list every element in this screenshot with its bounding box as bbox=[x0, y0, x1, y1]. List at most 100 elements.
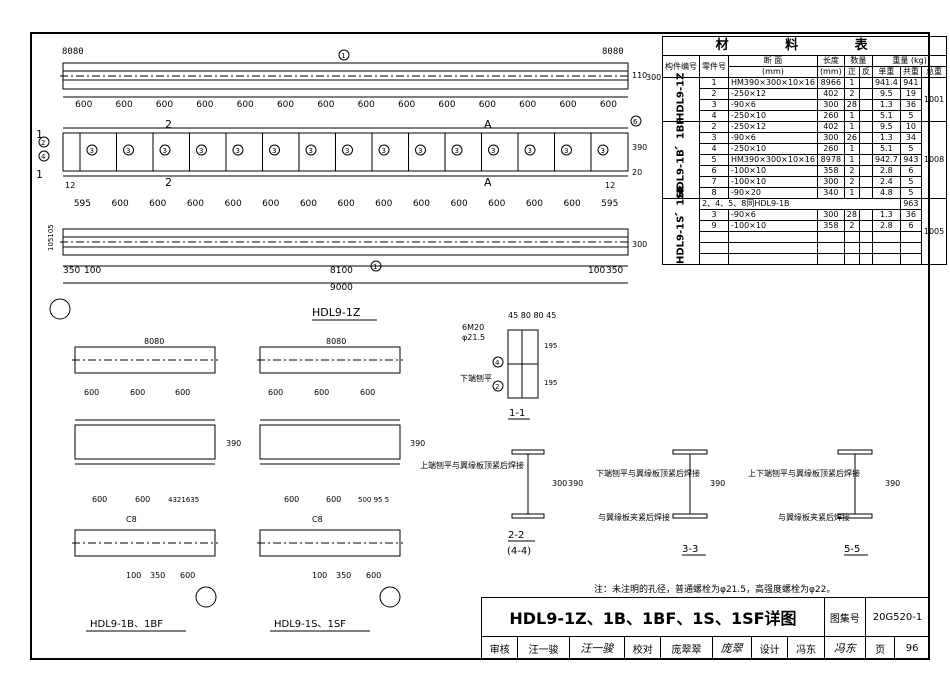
svg-text:1: 1 bbox=[341, 52, 345, 60]
beam-top-view: 8080 8080 1 110 300 bbox=[60, 47, 661, 98]
part-marker-3 bbox=[342, 144, 353, 156]
dimension-label: 600 bbox=[438, 100, 455, 110]
dimension-label: 3 bbox=[163, 147, 167, 155]
material-row bbox=[663, 242, 947, 254]
section-mark-2-top: 2 bbox=[165, 118, 172, 131]
dimension-label: 600 bbox=[488, 199, 505, 209]
part-marker-4-left bbox=[38, 150, 50, 162]
svg-text:195: 195 bbox=[544, 342, 557, 350]
svg-text:600: 600 bbox=[92, 495, 107, 504]
svg-text:600: 600 bbox=[135, 495, 150, 504]
svg-text:C8: C8 bbox=[312, 515, 323, 524]
group-total: 1001 bbox=[920, 77, 948, 122]
part-marker-3 bbox=[86, 144, 98, 156]
dim-100-right: 100 bbox=[588, 266, 605, 276]
svg-text:600: 600 bbox=[180, 571, 195, 580]
part-marker-3 bbox=[524, 144, 536, 156]
dimension-label: 600 bbox=[262, 199, 279, 209]
dimension-label: 600 bbox=[237, 100, 254, 110]
sec11-dims: 45 80 80 45 bbox=[508, 311, 556, 320]
sec55-title: 5-5 bbox=[844, 544, 860, 555]
dimension-label: 600 bbox=[116, 100, 133, 110]
svg-text:8080: 8080 bbox=[326, 337, 346, 346]
planed-label: 下端刨平 bbox=[460, 373, 492, 383]
dimension-label: 3 bbox=[236, 147, 240, 155]
part-marker-3 bbox=[561, 144, 572, 156]
dimension-label: 3 bbox=[382, 147, 386, 155]
dim-top-right: 8080 bbox=[602, 47, 624, 57]
svg-text:600: 600 bbox=[130, 388, 145, 397]
note22: 上端刨平与翼缘板顶紧后焊接 bbox=[420, 460, 524, 470]
note55b: 与翼缘板夹紧后焊接 bbox=[778, 512, 850, 522]
part-marker-2-left bbox=[38, 136, 50, 148]
dimension-label: 600 bbox=[277, 100, 294, 110]
section-2-2: 上端刨平与翼缘板顶紧后焊接 300 390 2-2 (4-4) bbox=[420, 449, 583, 557]
svg-text:4321635: 4321635 bbox=[168, 496, 199, 504]
part-marker-3 bbox=[488, 144, 499, 156]
dimension-label: 3 bbox=[418, 147, 422, 155]
beam-bottom-view: 105105 300 350 100 8100 1 100 350 9000 H… bbox=[47, 224, 647, 321]
part-marker-3 bbox=[123, 144, 134, 156]
note33a: 下端刨平与翼缘板顶紧后焊接 bbox=[596, 468, 700, 478]
group-total: 1005 bbox=[920, 198, 948, 265]
detail-1s: 8080 600 600 600 390 600 600 500 95 5 C8… bbox=[257, 337, 425, 632]
dimension-label: 595 bbox=[601, 199, 618, 209]
member-id: HDL9-1Z bbox=[662, 73, 700, 122]
group-total: 1008 bbox=[920, 121, 948, 199]
detail-1b-title: HDL9-1B、1BF bbox=[90, 619, 163, 630]
materials-table: 材 料 表 构件编号 零件号 断 面 长度 数量 重量 (kg) (mm) (m… bbox=[661, 36, 948, 265]
svg-text:600: 600 bbox=[326, 495, 341, 504]
section-mark-A-bot: A bbox=[484, 176, 492, 189]
svg-text:8080: 8080 bbox=[144, 337, 164, 346]
dimension-label: 3 bbox=[199, 147, 203, 155]
dimension-label: 600 bbox=[398, 100, 415, 110]
svg-text:600: 600 bbox=[314, 388, 329, 397]
beam-web bbox=[62, 132, 629, 172]
svg-text:600: 600 bbox=[366, 571, 381, 580]
svg-text:390: 390 bbox=[710, 479, 725, 488]
section-1-1: 45 80 80 45 6M20 φ21.5 下端刨平 4 2 195 195 … bbox=[460, 311, 557, 420]
member-id: HDL9-1S、1SF bbox=[662, 185, 700, 265]
dim-300-b: 300 bbox=[632, 240, 647, 249]
hole-label: φ21.5 bbox=[462, 333, 485, 342]
svg-text:390: 390 bbox=[568, 479, 583, 488]
dim-105105: 105105 bbox=[47, 224, 55, 251]
note55a: 上下端刨平与翼缘板顶紧后焊接 bbox=[748, 468, 860, 478]
dimension-label: 3 bbox=[601, 147, 605, 155]
dimension-label: 600 bbox=[156, 100, 173, 110]
dimension-label: 600 bbox=[75, 100, 92, 110]
check-signature: 庞翠 bbox=[711, 636, 752, 660]
dimension-label: 3 bbox=[491, 147, 495, 155]
part-marker-3 bbox=[415, 144, 426, 156]
svg-text:C8: C8 bbox=[126, 515, 137, 524]
part-marker-3 bbox=[305, 144, 317, 156]
footnote: 注：未注明的孔径，普通螺栓为φ21.5，高强度螺栓为φ22。 bbox=[594, 583, 835, 595]
section-mark-A-top: A bbox=[484, 118, 492, 131]
part-marker-6 bbox=[630, 115, 642, 127]
drawing-title: HDL9-1Z、1B、1BF、1S、1SF详图 bbox=[481, 597, 825, 637]
dimension-label: 600 bbox=[564, 199, 581, 209]
material-row bbox=[663, 253, 947, 265]
dimension-label: 600 bbox=[338, 199, 355, 209]
part-marker-3 bbox=[269, 144, 280, 156]
dimension-label: 600 bbox=[300, 199, 317, 209]
dim-20: 20 bbox=[632, 168, 642, 177]
detail-1b: 8080 600 600 600 390 600 600 4321635 C8 … bbox=[72, 337, 241, 632]
dimension-label: 3 bbox=[345, 147, 349, 155]
svg-text:390: 390 bbox=[885, 479, 900, 488]
svg-text:350: 350 bbox=[336, 571, 351, 580]
section-mark-1-bot: 1 bbox=[36, 168, 43, 181]
dimension-label: 600 bbox=[519, 100, 536, 110]
svg-text:4: 4 bbox=[41, 153, 46, 161]
dim-390: 390 bbox=[632, 143, 647, 152]
dimension-label: 600 bbox=[149, 199, 166, 209]
